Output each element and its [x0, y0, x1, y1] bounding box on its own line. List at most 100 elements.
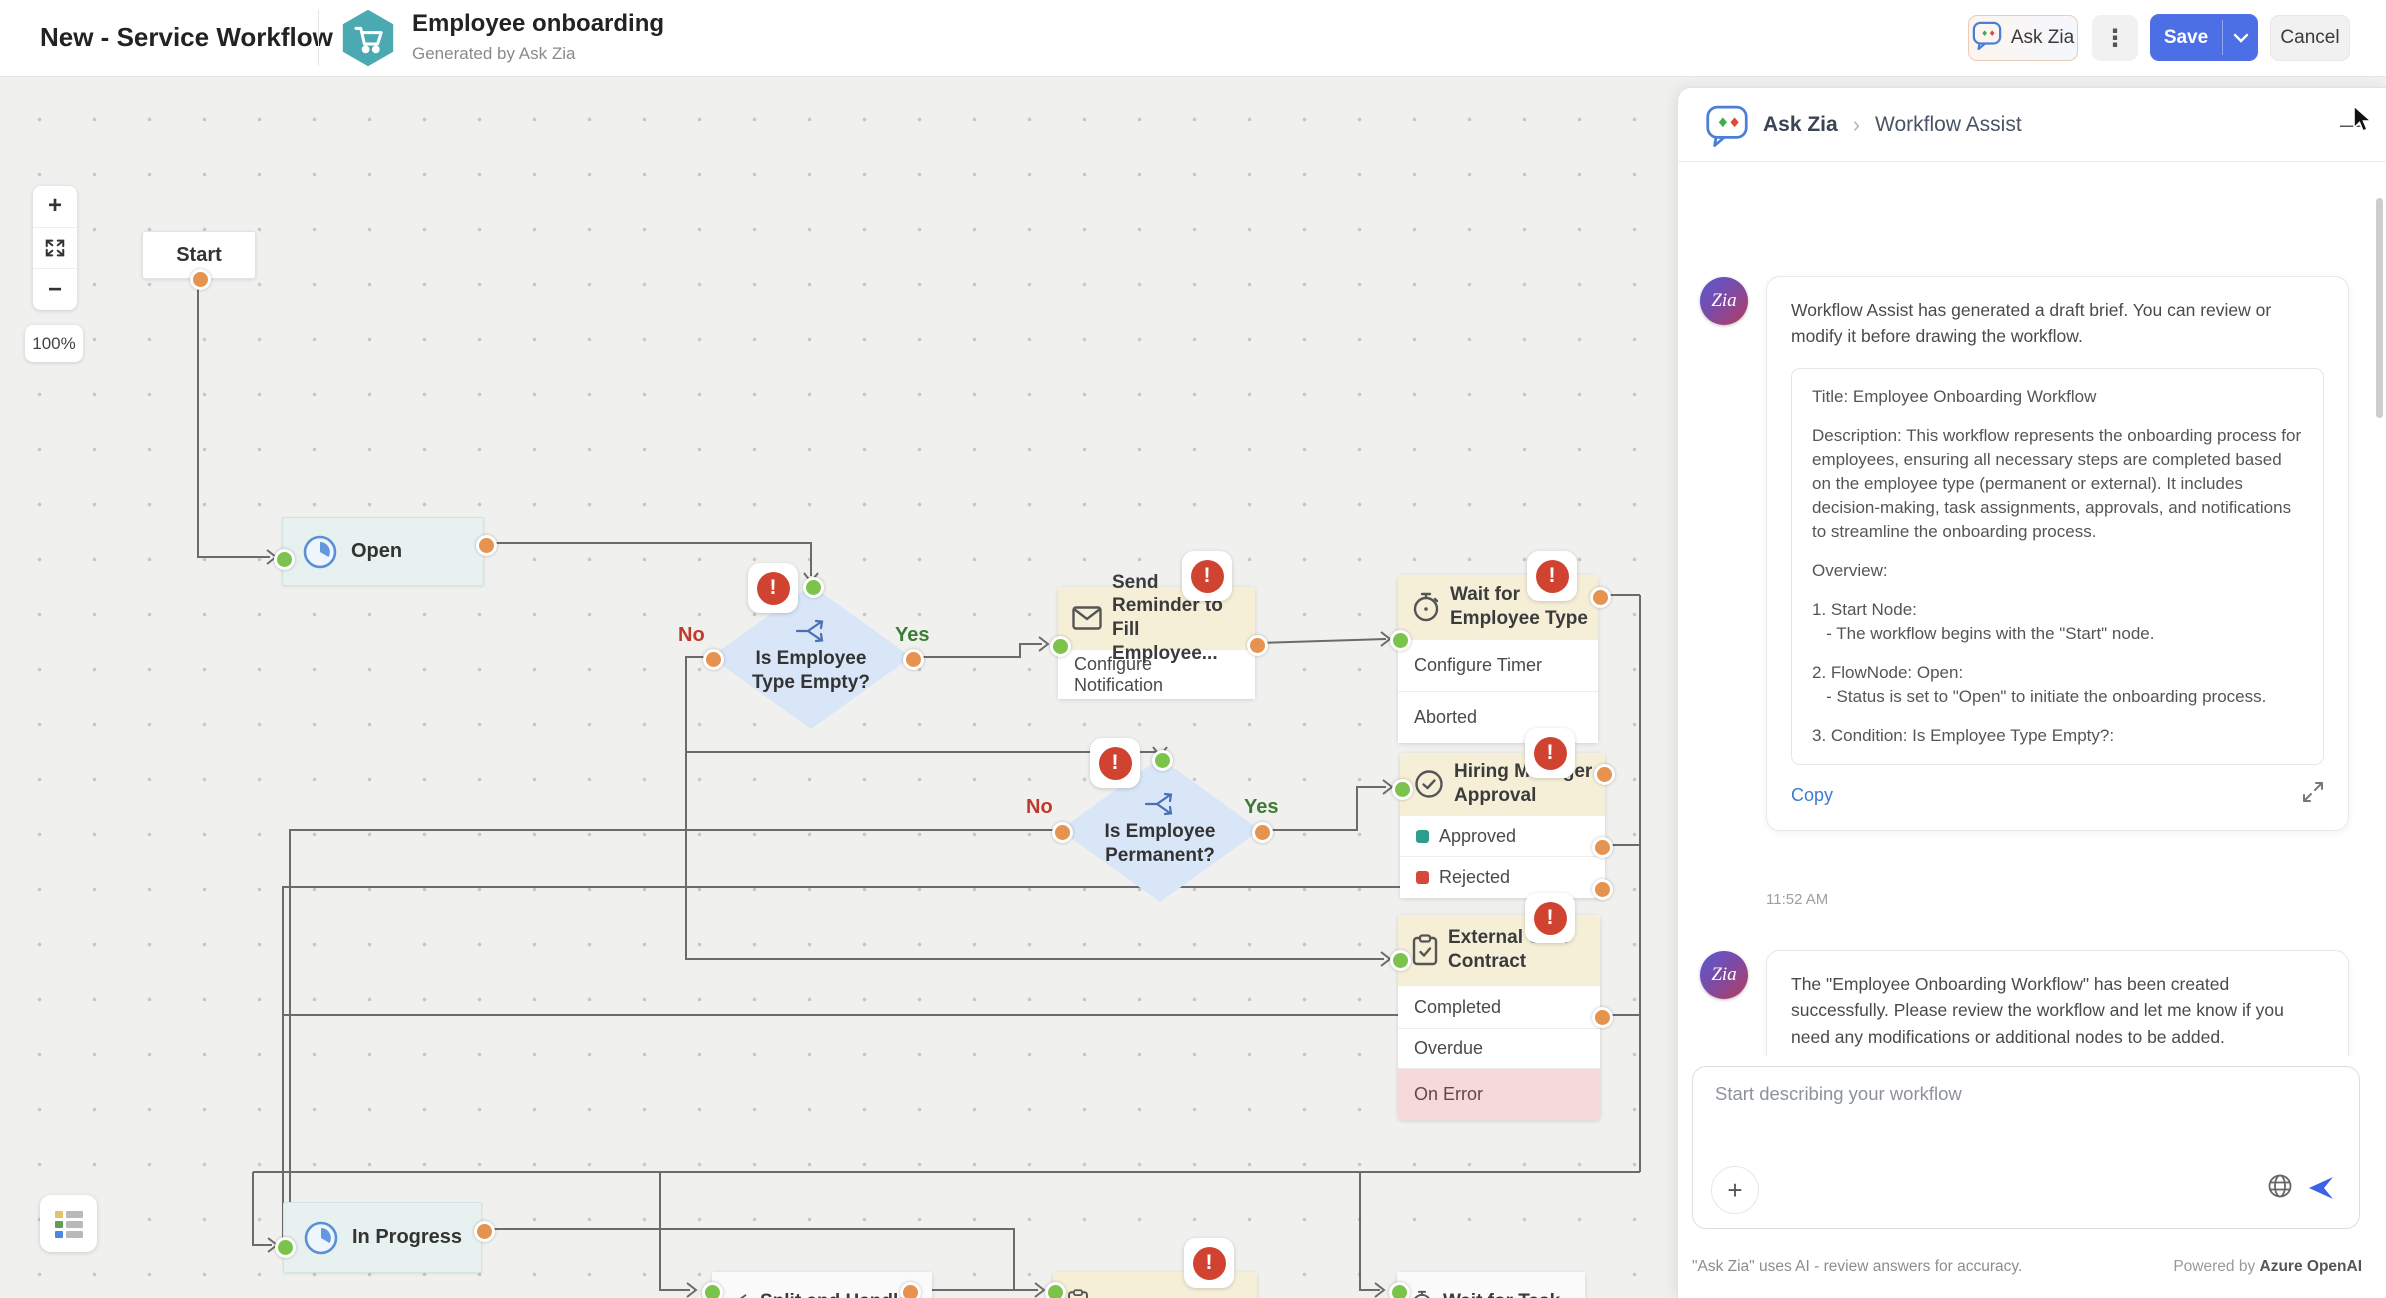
port-in[interactable] — [1390, 630, 1411, 651]
node-wait-for-task[interactable]: Wait for Task — [1397, 1272, 1585, 1298]
warning-icon: ! — [1533, 736, 1567, 770]
breadcrumb-separator: › — [1852, 111, 1861, 137]
warning-icon: ! — [1192, 1246, 1226, 1280]
port-in[interactable] — [1045, 1282, 1066, 1298]
port-out[interactable] — [476, 535, 497, 556]
warning-badge[interactable]: ! — [1525, 728, 1575, 778]
panel-scrollbar[interactable] — [2376, 198, 2383, 418]
node-row[interactable]: Configure Notification — [1058, 649, 1255, 699]
warning-badge[interactable]: ! — [1090, 738, 1140, 788]
port-yes[interactable] — [1252, 822, 1273, 843]
message-text: The "Employee Onboarding Workflow" has b… — [1791, 974, 2284, 1047]
node-in-progress[interactable]: In Progress — [283, 1202, 482, 1273]
port-in[interactable] — [1389, 1282, 1410, 1298]
expand-icon[interactable] — [2302, 781, 2324, 810]
fit-screen-button[interactable] — [33, 228, 77, 270]
header-divider — [318, 10, 319, 66]
zoom-in-button[interactable]: + — [33, 186, 77, 228]
node-open[interactable]: Open — [282, 517, 484, 586]
zoom-controls: + − — [33, 186, 77, 310]
warning-icon: ! — [1098, 746, 1132, 780]
node-row[interactable]: Aborted — [1398, 691, 1598, 743]
node-wait-employee-type[interactable]: Wait for Employee Type Configure Timer A… — [1398, 575, 1598, 743]
page-title: New - Service Workflow — [40, 22, 333, 52]
node-row[interactable]: Approved — [1400, 815, 1605, 856]
port-in[interactable] — [1392, 779, 1413, 800]
chevron-down-icon — [2233, 33, 2248, 43]
node-row[interactable]: Completed — [1398, 985, 1600, 1028]
node-row[interactable]: Configure Timer — [1398, 639, 1598, 691]
draft-brief: Title: Employee Onboarding Workflow Desc… — [1791, 367, 2324, 765]
more-options-button[interactable]: ⋮ — [2092, 15, 2138, 61]
port-out[interactable] — [1592, 837, 1613, 858]
warning-badge[interactable]: ! — [1525, 893, 1575, 943]
chat-message: Workflow Assist has generated a draft br… — [1766, 276, 2349, 831]
warning-badge[interactable]: ! — [1527, 551, 1577, 601]
node-legend-button[interactable] — [40, 1195, 97, 1252]
warning-icon: ! — [1535, 559, 1569, 593]
workflow-logo-icon — [338, 8, 398, 68]
decision-employee-type-empty[interactable]: Is Employee Type Empty? — [711, 585, 911, 729]
clipboard-icon — [1068, 1289, 1088, 1298]
node-hiring-manager-approval[interactable]: Hiring Manager Approval Approved Rejecte… — [1400, 753, 1605, 898]
ask-zia-button-label: Ask Zia — [2010, 27, 2075, 48]
language-globe-icon[interactable] — [2267, 1173, 2293, 1204]
port-out[interactable] — [190, 269, 211, 290]
port-out[interactable] — [1592, 879, 1613, 900]
powered-by: Powered by Azure OpenAI — [2173, 1258, 2362, 1275]
split-icon — [739, 1294, 747, 1298]
port-out[interactable] — [474, 1221, 495, 1242]
clipboard-check-icon — [1412, 934, 1438, 966]
save-button-separator — [2222, 20, 2223, 55]
chat-input[interactable] — [1713, 1081, 2317, 1165]
port-out[interactable] — [1590, 587, 1611, 608]
port-in[interactable] — [1390, 950, 1411, 971]
workflow-name: Employee onboarding — [412, 10, 665, 37]
kebab-icon: ⋮ — [2103, 24, 2127, 52]
warning-badge[interactable]: ! — [748, 563, 798, 613]
port-in[interactable] — [1152, 750, 1173, 771]
mouse-cursor — [2353, 104, 2374, 133]
panel-header: Ask Zia › Workflow Assist — — [1678, 88, 2386, 162]
attach-button[interactable]: + — [1711, 1166, 1759, 1214]
warning-icon: ! — [756, 571, 790, 605]
port-out[interactable] — [1592, 1007, 1613, 1028]
warning-badge[interactable]: ! — [1182, 551, 1232, 601]
port-yes[interactable] — [903, 649, 924, 670]
cancel-button[interactable]: Cancel — [2270, 15, 2350, 61]
node-row-on-error[interactable]: On Error — [1398, 1068, 1600, 1120]
node-send-reminder[interactable]: Send Reminder to Fill Employee... Config… — [1058, 572, 1255, 699]
port-in[interactable] — [702, 1282, 723, 1298]
send-button[interactable] — [2307, 1175, 2335, 1206]
port-no[interactable] — [703, 649, 724, 670]
node-split-and-handle[interactable]: Split and Handle — [712, 1272, 932, 1298]
ask-zia-button[interactable]: Ask Zia — [1968, 15, 2078, 61]
node-external-user-contract[interactable]: External User Contract Completed Overdue… — [1398, 915, 1600, 1120]
port-in[interactable] — [803, 577, 824, 598]
port-out[interactable] — [1594, 764, 1615, 785]
port-in[interactable] — [274, 549, 295, 570]
zoom-out-button[interactable]: − — [47, 275, 62, 303]
port-in[interactable] — [1050, 636, 1071, 657]
branch-icon — [1144, 793, 1173, 816]
port-out[interactable] — [1247, 635, 1268, 656]
zia-avatar: Zia — [1700, 951, 1748, 999]
approval-check-icon — [1415, 770, 1443, 798]
node-row[interactable]: Overdue — [1398, 1028, 1600, 1068]
branch-icon — [795, 620, 824, 643]
timer-icon — [1413, 592, 1439, 622]
zoom-level-badge: 100% — [25, 325, 83, 362]
ai-disclaimer: "Ask Zia" uses AI - review answers for a… — [1692, 1258, 2023, 1275]
save-dropdown-button[interactable] — [2223, 14, 2258, 61]
node-row[interactable]: Rejected — [1400, 856, 1605, 898]
save-button[interactable]: Save — [2163, 26, 2209, 48]
warning-icon: ! — [1190, 559, 1224, 593]
top-header-bar: New - Service Workflow Employee onboardi… — [0, 0, 2386, 77]
save-split-button[interactable]: Save — [2150, 14, 2258, 61]
port-no[interactable] — [1052, 822, 1073, 843]
timer-icon — [1414, 1290, 1430, 1298]
port-in[interactable] — [275, 1237, 296, 1258]
warning-badge[interactable]: ! — [1184, 1238, 1234, 1288]
copy-button[interactable]: Copy — [1791, 784, 1834, 805]
port-out[interactable] — [900, 1282, 921, 1298]
